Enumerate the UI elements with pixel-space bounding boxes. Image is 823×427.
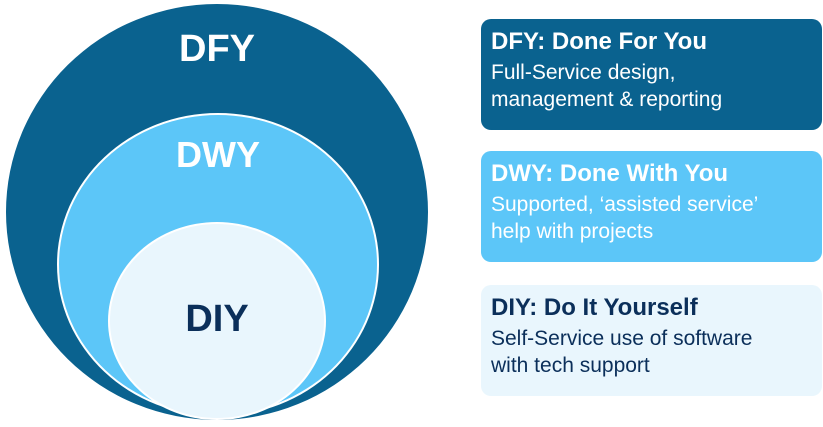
dfy-card-line-2: management & reporting xyxy=(491,88,723,111)
dfy-description-card: DFY: Done For You Full-Service design, m… xyxy=(481,19,822,130)
dwy-card-line-1: Supported, ‘assisted service’ xyxy=(491,193,759,216)
diy-description-card: DIY: Do It Yourself Self-Service use of … xyxy=(481,285,822,396)
dfy-card-line-1: Full-Service design, xyxy=(491,61,676,84)
diy-card-line-2: with tech support xyxy=(491,354,650,377)
dfy-card-title: DFY: Done For You xyxy=(491,28,707,55)
dwy-card-title: DWY: Done With You xyxy=(491,160,729,187)
diy-inner-circle xyxy=(108,222,326,420)
diy-card-title: DIY: Do It Yourself xyxy=(491,294,698,321)
dwy-description-card: DWY: Done With You Supported, ‘assisted … xyxy=(481,151,822,262)
dwy-card-line-2: help with projects xyxy=(491,220,654,243)
dfy-circle-label: DFY xyxy=(179,28,255,70)
diy-card-line-1: Self-Service use of software xyxy=(491,327,753,350)
dwy-circle-label: DWY xyxy=(176,134,260,175)
diy-circle-label: DIY xyxy=(185,298,249,340)
